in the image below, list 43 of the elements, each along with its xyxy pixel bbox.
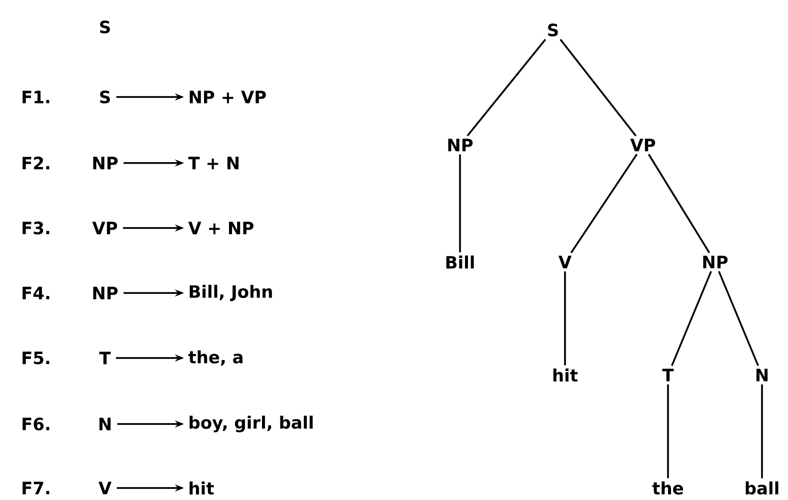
tree-node-label: the	[652, 481, 684, 495]
tree-node-label: NP	[448, 138, 473, 152]
tree-branch	[459, 154, 461, 252]
tree-branch	[570, 154, 638, 254]
tree-node-label: Bill	[446, 256, 474, 268]
rule-number: F1.	[22, 90, 50, 104]
rule-number: F7.	[22, 482, 50, 494]
rule-symbol: S	[100, 90, 110, 104]
tree-branch	[648, 154, 710, 254]
symbol-label: S	[100, 20, 110, 34]
tree-branch	[466, 38, 546, 136]
rule-symbol: NP	[93, 286, 118, 300]
tree-branch	[667, 384, 669, 478]
tree-node-label: hit	[553, 368, 578, 382]
tree-branch	[671, 270, 712, 366]
tree-node-label: ball	[746, 481, 778, 495]
rule-symbol: NP + VP	[190, 90, 266, 104]
rule-symbol: VP	[92, 222, 118, 234]
tree-node-label: V	[558, 256, 572, 268]
rule-number: F5.	[22, 352, 50, 364]
tree-node-label: VP	[630, 138, 656, 152]
tree-node-label: S	[548, 24, 558, 36]
rule-symbol: boy, girl, ball	[190, 416, 313, 432]
rule-symbol: V	[98, 482, 112, 494]
rule-number: F4.	[22, 286, 50, 300]
tree-branch	[761, 384, 763, 478]
rule-number: F6.	[22, 418, 50, 430]
rule-symbol: T	[99, 352, 111, 364]
rule-symbol: NP	[93, 156, 118, 170]
rule-symbol: Bill, John	[190, 284, 272, 302]
tree-branch	[560, 38, 637, 136]
rule-symbol: T + N	[188, 156, 239, 170]
rule-symbol: V + NP	[188, 222, 254, 234]
tree-node-label: N	[756, 368, 768, 382]
rule-symbol: hit	[190, 482, 214, 494]
rule-number: F3.	[22, 222, 50, 234]
tree-branch	[564, 271, 566, 366]
rule-number: F2.	[22, 156, 50, 170]
rule-symbol: the, a	[188, 350, 242, 366]
rule-symbol: N	[99, 418, 111, 430]
tree-branch	[718, 270, 759, 366]
tree-node-label: NP	[703, 256, 728, 268]
tree-node-label: T	[662, 368, 674, 382]
